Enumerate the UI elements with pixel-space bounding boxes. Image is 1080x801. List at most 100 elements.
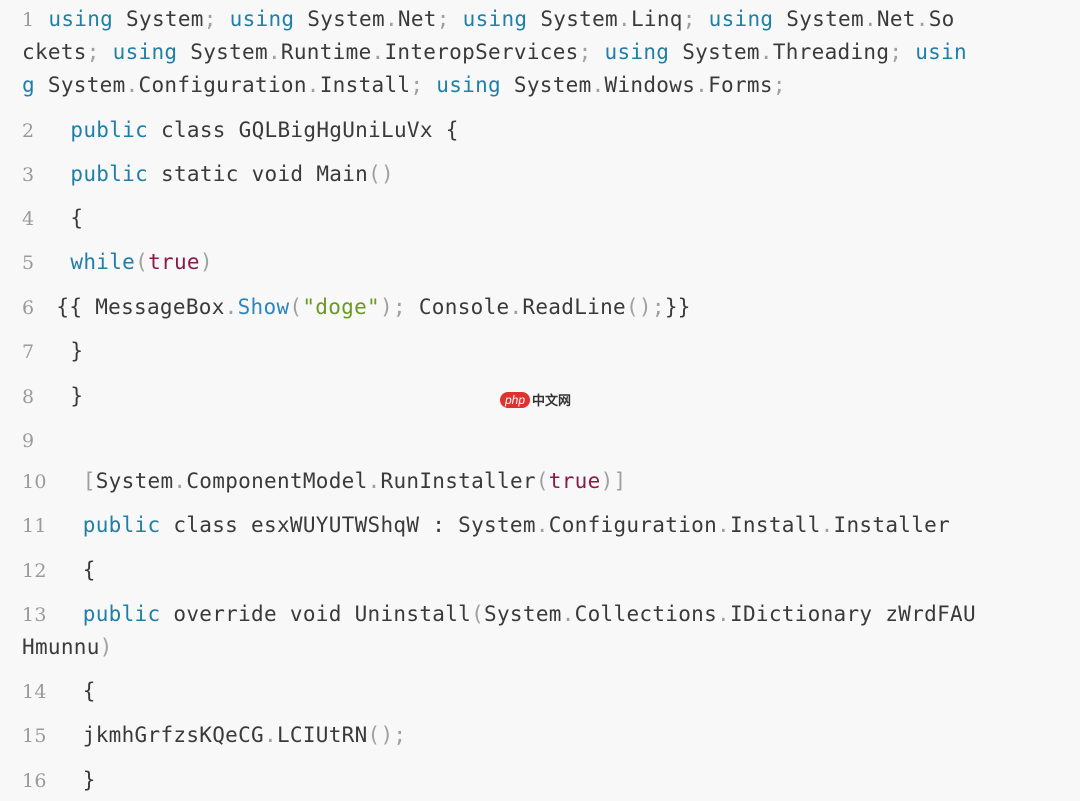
code-token: System: [773, 7, 864, 31]
code-token: while: [70, 250, 136, 274]
code-token: "doge": [302, 295, 381, 319]
code-token: .: [367, 469, 381, 493]
code-token: Hmunnu: [22, 635, 100, 659]
watermark-text: 中文网: [532, 394, 572, 409]
code-token: public: [82, 513, 161, 537]
code-token: true: [548, 469, 601, 493]
code-token: System: [484, 602, 562, 626]
code-token: RunInstaller: [380, 469, 536, 493]
code-token: Install: [319, 73, 411, 97]
line-number: 3: [22, 164, 35, 186]
code-token: }: [82, 768, 96, 792]
line-number: 15: [22, 725, 47, 747]
code-line-10: 10[System.ComponentModel.RunInstaller(tr…: [22, 465, 626, 499]
code-token: {: [82, 558, 96, 582]
code-token: So: [928, 7, 955, 31]
code-line-9: 9: [22, 424, 34, 458]
code-token: Installer: [833, 513, 951, 537]
code-token: ReadLine: [522, 295, 626, 319]
code-token: ckets: [22, 40, 87, 64]
code-token: Show: [237, 295, 290, 319]
code-token: .: [561, 602, 575, 626]
code-token: System: [177, 40, 268, 64]
code-token: LCIUtRN: [276, 723, 368, 747]
code-token: g: [22, 73, 35, 97]
code-line-3: 3 public static void Main(): [22, 158, 394, 192]
code-token: override void Uninstall: [160, 602, 472, 626]
code-line-8: 8}: [22, 380, 83, 414]
line-number: 7: [22, 341, 35, 363]
line-number: 10: [22, 471, 47, 493]
code-token: using: [48, 7, 114, 31]
code-token: Forms: [708, 73, 773, 97]
code-token: class esxWUYUTWShqW : System: [160, 513, 536, 537]
code-token: public: [70, 118, 149, 142]
line-number: 14: [22, 681, 47, 703]
code-token: .: [863, 7, 877, 31]
code-token: true: [148, 250, 200, 274]
code-token: (): [368, 162, 394, 186]
code-token: ;: [203, 7, 217, 31]
code-token: [696, 7, 709, 31]
code-token: Install: [729, 513, 821, 537]
code-token: ();: [625, 295, 665, 319]
code-token: }: [70, 339, 84, 363]
code-line-7: 7}: [22, 335, 83, 369]
code-token: System: [113, 7, 204, 31]
code-token: .: [717, 602, 730, 626]
code-token: [902, 40, 915, 64]
code-token: ;: [578, 40, 592, 64]
code-line-14: 14{: [22, 675, 96, 709]
code-token: .: [263, 723, 277, 747]
code-token: [592, 40, 605, 64]
code-line-12: 12 {: [22, 554, 96, 588]
code-token: );: [380, 295, 419, 319]
code-token: .: [267, 40, 281, 64]
code-token: using: [112, 40, 178, 64]
code-token: (: [535, 469, 549, 493]
line-number: 2: [22, 120, 35, 142]
code-token: [450, 7, 463, 31]
code-token: }}: [664, 295, 691, 319]
code-token: {{ MessageBox: [56, 295, 225, 319]
code-token: Threading: [772, 40, 890, 64]
code-token: .: [915, 7, 929, 31]
code-token: using: [462, 7, 528, 31]
line-number: 6: [22, 297, 35, 319]
code-line-4: 4{: [22, 202, 83, 236]
code-token: public: [82, 602, 161, 626]
code-token: [100, 40, 113, 64]
code-token: System: [527, 7, 618, 31]
code-token: using: [436, 73, 501, 97]
code-token: usin: [915, 40, 967, 64]
code-token: .: [224, 295, 238, 319]
code-token: static void Main: [148, 162, 369, 186]
code-token: public: [70, 162, 149, 186]
code-line-6: 6{{ MessageBox.Show("doge"); Console.Rea…: [22, 291, 691, 325]
code-token: Windows: [604, 73, 696, 97]
line-number: 9: [22, 430, 35, 452]
code-token: .: [509, 295, 523, 319]
code-token: .: [820, 513, 834, 537]
code-token: class GQLBigHgUniLuVx {: [148, 118, 459, 142]
code-line-1-wrap-2: g System.Configuration.Install; using Sy…: [22, 69, 786, 102]
line-number: 5: [22, 252, 35, 274]
code-token: ;: [436, 7, 450, 31]
code-line-2: 2 public class GQLBigHgUniLuVx {: [22, 114, 459, 148]
line-number: 12: [22, 560, 47, 582]
code-token: Collections: [574, 602, 718, 626]
code-token: .: [371, 40, 385, 64]
code-token: [217, 7, 230, 31]
code-token: ): [199, 250, 213, 274]
code-token: .: [717, 513, 730, 537]
php-logo-icon: php: [500, 391, 531, 408]
line-number: 8: [22, 386, 35, 408]
code-token: IDictionary zWrdFAU: [730, 602, 976, 626]
code-token: Runtime: [280, 40, 372, 64]
code-token: .: [591, 73, 605, 97]
